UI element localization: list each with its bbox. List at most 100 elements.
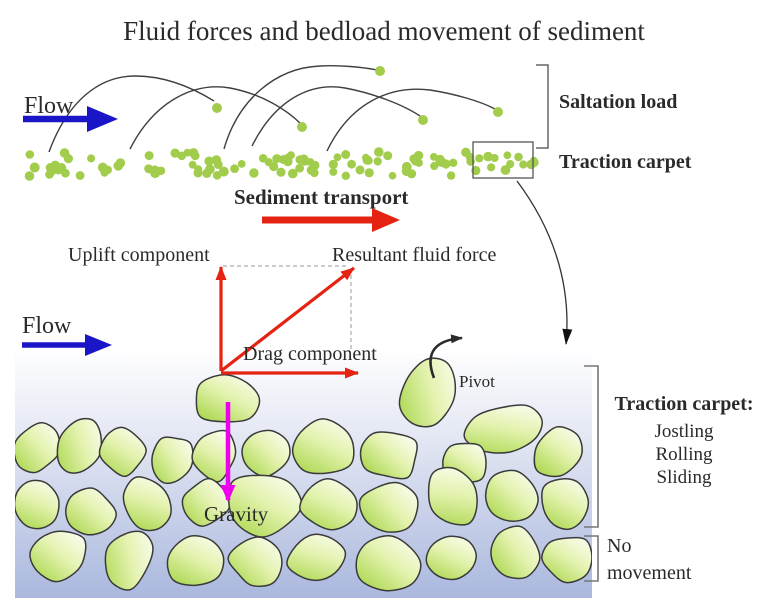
sediment-grain xyxy=(227,536,283,588)
traction-carpet-dot xyxy=(430,153,438,161)
saltation-load-label: Saltation load xyxy=(559,91,678,113)
traction-carpet-dot xyxy=(170,148,180,158)
saltating-grain-dot xyxy=(297,122,307,132)
traction-carpet-dot xyxy=(237,160,246,168)
traction-carpet-dot xyxy=(449,158,458,167)
pivot-rotation-arrow xyxy=(429,334,463,379)
traction-carpet-dot xyxy=(461,147,471,157)
sediment-grain xyxy=(425,535,477,581)
traction-carpet-dot xyxy=(526,159,536,170)
drag-component-label: Drag component xyxy=(243,343,377,365)
traction-carpet-dot xyxy=(144,151,154,161)
behavior-sliding: Sliding xyxy=(656,467,712,488)
traction-carpet-dot xyxy=(59,148,70,158)
saltating-grain-dot xyxy=(418,115,428,125)
saltation-arc xyxy=(326,88,496,152)
traction-carpet-dot xyxy=(475,154,484,163)
saltation-arc xyxy=(251,86,421,147)
traction-carpet-title: Traction carpet: xyxy=(614,393,754,415)
diagram-title: Fluid forces and bedload movement of sed… xyxy=(123,16,645,46)
sediment-grains-group xyxy=(15,357,592,592)
uplift-component-label: Uplift component xyxy=(68,244,210,266)
traction-carpet-dot xyxy=(278,155,288,164)
sediment-grain xyxy=(359,431,418,480)
sediment-grain xyxy=(227,474,303,538)
traction-carpet-dot xyxy=(355,165,365,175)
traction-carpet-dot xyxy=(430,161,439,171)
traction-carpet-dot xyxy=(24,171,35,181)
traction-carpet-dot xyxy=(272,154,282,164)
traction-carpet-dot xyxy=(413,150,424,161)
traction-carpet-dot xyxy=(333,153,342,162)
traction-carpet-dot xyxy=(113,161,124,171)
sediment-grain xyxy=(166,534,225,587)
saltating-grain-dot xyxy=(493,107,503,117)
sediment-grain xyxy=(122,476,172,532)
sediment-grain xyxy=(291,418,355,475)
traction-carpet-dot xyxy=(100,168,109,177)
no-movement-label: No movement xyxy=(607,535,692,584)
traction-carpet-dot xyxy=(288,168,298,179)
saltation-trajectories xyxy=(48,65,496,153)
sediment-grain xyxy=(541,478,590,531)
traction-carpet-dot xyxy=(306,165,317,175)
traction-carpet-dot xyxy=(388,171,397,180)
traction-carpet-dot xyxy=(401,161,412,172)
sediment-grain xyxy=(98,426,147,478)
force-guide-dashes xyxy=(223,265,352,352)
traction-carpet-dot xyxy=(61,168,70,178)
traction-carpet-dot xyxy=(87,154,96,163)
sediment-grain xyxy=(15,422,61,474)
traction-carpet-dot xyxy=(407,169,417,179)
traction-carpet-dot xyxy=(287,151,295,160)
traction-carpet-dot xyxy=(258,154,268,163)
sediment-grain xyxy=(56,417,103,474)
sediment-grain xyxy=(463,404,543,454)
sediment-grain xyxy=(15,479,60,530)
traction-carpet-dot xyxy=(506,160,515,169)
sediment-grain xyxy=(64,487,117,536)
pivot-label: Pivot xyxy=(459,372,495,391)
sediment-grain xyxy=(299,478,358,531)
saltation-arc xyxy=(223,65,378,150)
sediment-grain xyxy=(29,530,87,583)
sediment-grain xyxy=(151,436,194,485)
traction-carpet-dot xyxy=(276,167,286,177)
traction-carpet-dot xyxy=(295,163,305,173)
traction-carpet-dot xyxy=(230,164,240,174)
traction-carpet-dot xyxy=(75,171,85,180)
saltating-grains xyxy=(212,66,503,132)
traction-carpet-dot xyxy=(347,159,356,169)
saltation-arc xyxy=(48,75,215,153)
fluid-force-vectors xyxy=(215,266,359,379)
traction-carpet-dot xyxy=(190,151,200,161)
sediment-transport-arrow xyxy=(262,208,400,232)
traction-carpet-dot xyxy=(362,155,373,165)
traction-carpet-dot xyxy=(383,151,393,161)
gravity-label: Gravity xyxy=(204,502,269,526)
sediment-grain xyxy=(398,357,457,428)
traction-carpet-dot xyxy=(414,158,423,167)
traction-carpet-dot xyxy=(483,151,493,162)
sediment-grain xyxy=(427,466,478,526)
traction-carpet-dot xyxy=(503,151,512,160)
saltation-load-bracket xyxy=(536,64,549,149)
traction-carpet-dot xyxy=(341,171,350,180)
resultant-vector xyxy=(220,266,355,373)
traction-carpet-dot xyxy=(212,171,222,180)
behavior-rolling: Rolling xyxy=(655,444,713,465)
flow-arrow-top xyxy=(23,106,118,132)
traction-carpet-dot xyxy=(329,167,338,176)
behavior-jostling: Jostling xyxy=(654,421,714,442)
saltating-grain-dot xyxy=(375,66,385,76)
traction-carpet-dot xyxy=(487,163,496,172)
traction-carpet-dot xyxy=(364,168,374,178)
traction-carpet-dot xyxy=(519,160,528,169)
sediment-grain xyxy=(541,536,592,584)
traction-carpet-dot xyxy=(193,168,203,178)
traction-carpet-label-top: Traction carpet xyxy=(559,151,692,173)
sediment-grain xyxy=(484,469,539,522)
traction-carpet-dots xyxy=(24,147,539,181)
traction-carpet-dot xyxy=(436,157,447,167)
traction-carpet-bracket xyxy=(584,365,599,528)
